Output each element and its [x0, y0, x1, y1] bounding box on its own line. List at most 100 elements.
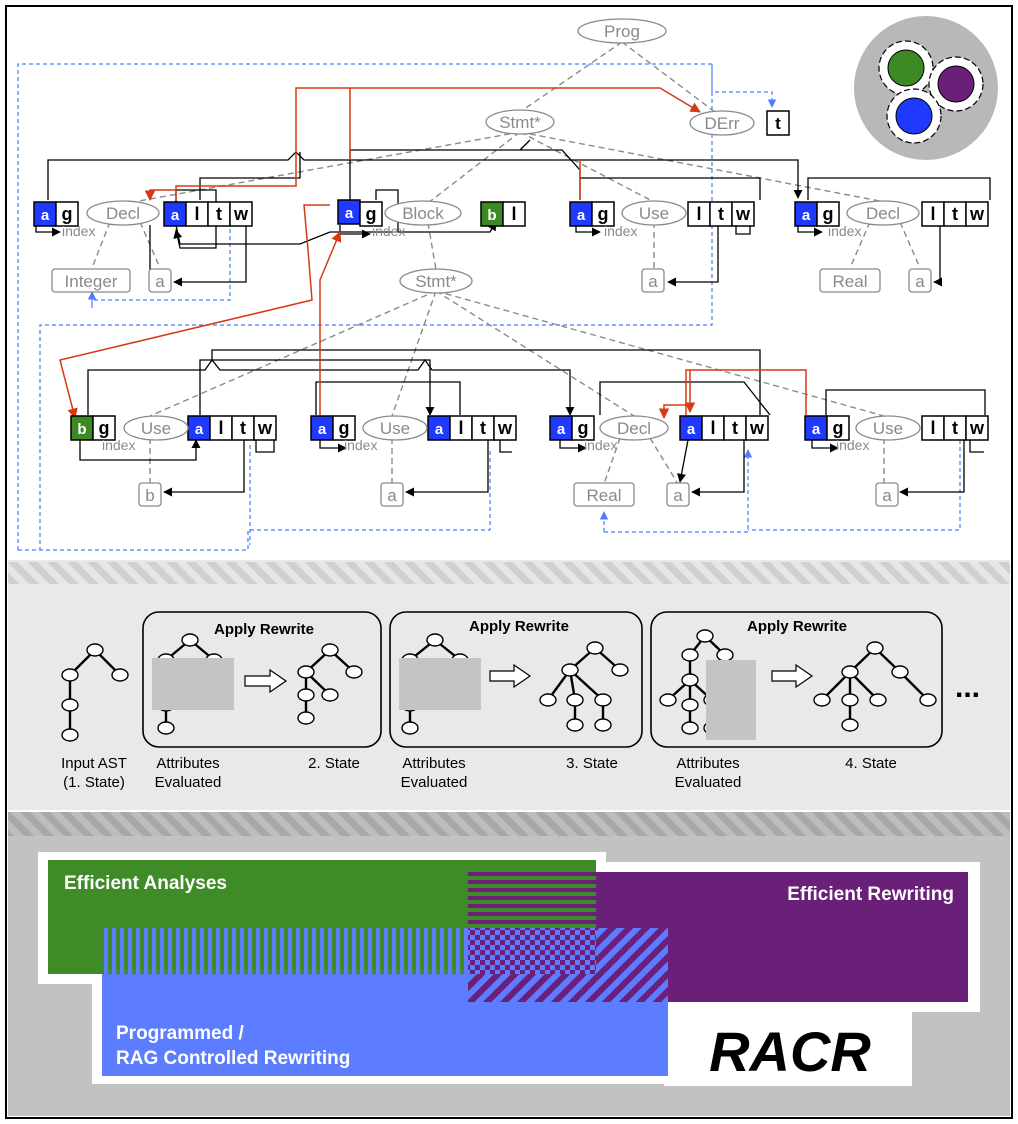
use1-attr-l: l: [696, 204, 701, 224]
attrs-evaluated-2a: Attributes: [402, 755, 465, 772]
step-3-title: Apply Rewrite: [747, 618, 847, 635]
input-ast-label-1: Input AST: [61, 755, 127, 772]
decl1-attr-w-box: [229, 201, 253, 227]
tree-node: [297, 688, 315, 702]
decl1-attr-g-box: [55, 201, 79, 227]
decl3-attr-w: w: [749, 418, 765, 438]
use3-attr-l: l: [458, 418, 463, 438]
tree-node: [869, 693, 887, 707]
block-attr-g-box: [359, 201, 383, 227]
tree-node: [716, 648, 734, 662]
use4-attr-w: w: [969, 418, 985, 438]
leaf-a-6: a: [882, 486, 892, 505]
decl2-attr-g-box: [816, 201, 840, 227]
index-label: index: [102, 437, 135, 453]
leaf-real-1: Real: [833, 272, 868, 291]
use2-attr-a: a: [195, 421, 204, 438]
leaf-integer: Integer: [65, 272, 118, 291]
leaf-real-2: Real: [587, 486, 622, 505]
use1-attr-g-box: [591, 201, 615, 227]
use2-attr-g-box: [92, 415, 116, 441]
attrs-evaluated-2b: Evaluated: [401, 774, 468, 791]
use2-attr-w: w: [257, 418, 273, 438]
block-attr-b: b: [487, 207, 496, 224]
node-use-3: Use: [380, 419, 410, 438]
tree-node: [111, 668, 129, 682]
node-decl-2: Decl: [866, 204, 900, 223]
tree-node: [345, 665, 363, 679]
state-2-label: 2. State: [308, 755, 360, 772]
racr-feature-overview: Efficient Analyses Efficient Rewriting P…: [8, 812, 1010, 1116]
rewrite-process: Apply Rewrite Apply Rewrite Apply Rewrit…: [8, 560, 1010, 810]
tree-node: [891, 665, 909, 679]
leaf-a-5: a: [673, 486, 683, 505]
use3-attr-w-box: [493, 415, 517, 441]
index-label: index: [604, 223, 637, 239]
decl2-attr-a: a: [802, 207, 811, 224]
index-label: index: [828, 223, 861, 239]
tree-node: [681, 721, 699, 735]
use3-attr-g: g: [339, 418, 350, 438]
use2-attr-l: l: [218, 418, 223, 438]
decl1-attr-g: g: [62, 204, 73, 224]
tree-node: [866, 641, 884, 655]
node-derr: DErr: [705, 114, 740, 133]
leaf-a-4: a: [387, 486, 397, 505]
tree-node: [401, 721, 419, 735]
tree-node: [61, 728, 79, 742]
attrs-evaluated-3a: Attributes: [676, 755, 739, 772]
efficient-rewriting-label: Efficient Rewriting: [787, 884, 954, 905]
input-ast-label-2: (1. State): [63, 774, 125, 791]
leaf-a-2: a: [648, 272, 658, 291]
node-prog: Prog: [604, 22, 640, 41]
use4-attr-w-box: [965, 415, 989, 441]
use4-attr-g: g: [833, 418, 844, 438]
tree-node: [594, 718, 612, 732]
attrs-evaluated-3b: Evaluated: [675, 774, 742, 791]
leaf-b-1: b: [145, 486, 154, 505]
tree-node: [539, 693, 557, 707]
more-steps-ellipsis: ...: [955, 671, 980, 704]
decl1-attr-t: t: [216, 204, 222, 224]
use3-attr-w: w: [497, 418, 513, 438]
tree-node: [61, 698, 79, 712]
derr-attr-t: t: [775, 114, 781, 133]
tree-node: [561, 663, 579, 677]
tree-node: [813, 693, 831, 707]
leaf-a-3: a: [915, 272, 925, 291]
programmed-label-1: Programmed /: [116, 1023, 244, 1044]
tree-node: [566, 693, 584, 707]
decl1-attr-a-right: a: [171, 207, 180, 224]
use1-attr-t: t: [718, 204, 724, 224]
node-use-4: Use: [873, 419, 903, 438]
node-stmt-top: Stmt*: [499, 113, 541, 132]
tree-node: [181, 633, 199, 647]
tree-node: [86, 643, 104, 657]
node-use-1: Use: [639, 204, 669, 223]
decl3-attr-g-box: [571, 415, 595, 441]
block-attr-g: g: [366, 204, 377, 224]
block-attr-l-box: [502, 201, 526, 227]
decl3-attr-w-box: [745, 415, 769, 441]
index-label: index: [584, 437, 617, 453]
index-label: index: [344, 437, 377, 453]
use3-attr-a-right: a: [435, 421, 444, 438]
tree-node: [586, 641, 604, 655]
tree-node: [696, 629, 714, 643]
step-2-title: Apply Rewrite: [469, 618, 569, 635]
decl2-attr-g: g: [823, 204, 834, 224]
tree-node: [681, 698, 699, 712]
step-1-title: Apply Rewrite: [214, 621, 314, 638]
use2-attr-b: b: [77, 421, 86, 438]
attrs-evaluated-1a: Attributes: [156, 755, 219, 772]
index-label: index: [836, 437, 869, 453]
decl3-attr-a-right: a: [687, 421, 696, 438]
tree-node: [321, 688, 339, 702]
decl2-attr-w-box: [965, 201, 989, 227]
index-label: index: [62, 223, 95, 239]
decl2-attr-t: t: [952, 204, 958, 224]
use1-attr-g: g: [598, 204, 609, 224]
tree-node: [681, 648, 699, 662]
tree-node: [841, 718, 859, 732]
